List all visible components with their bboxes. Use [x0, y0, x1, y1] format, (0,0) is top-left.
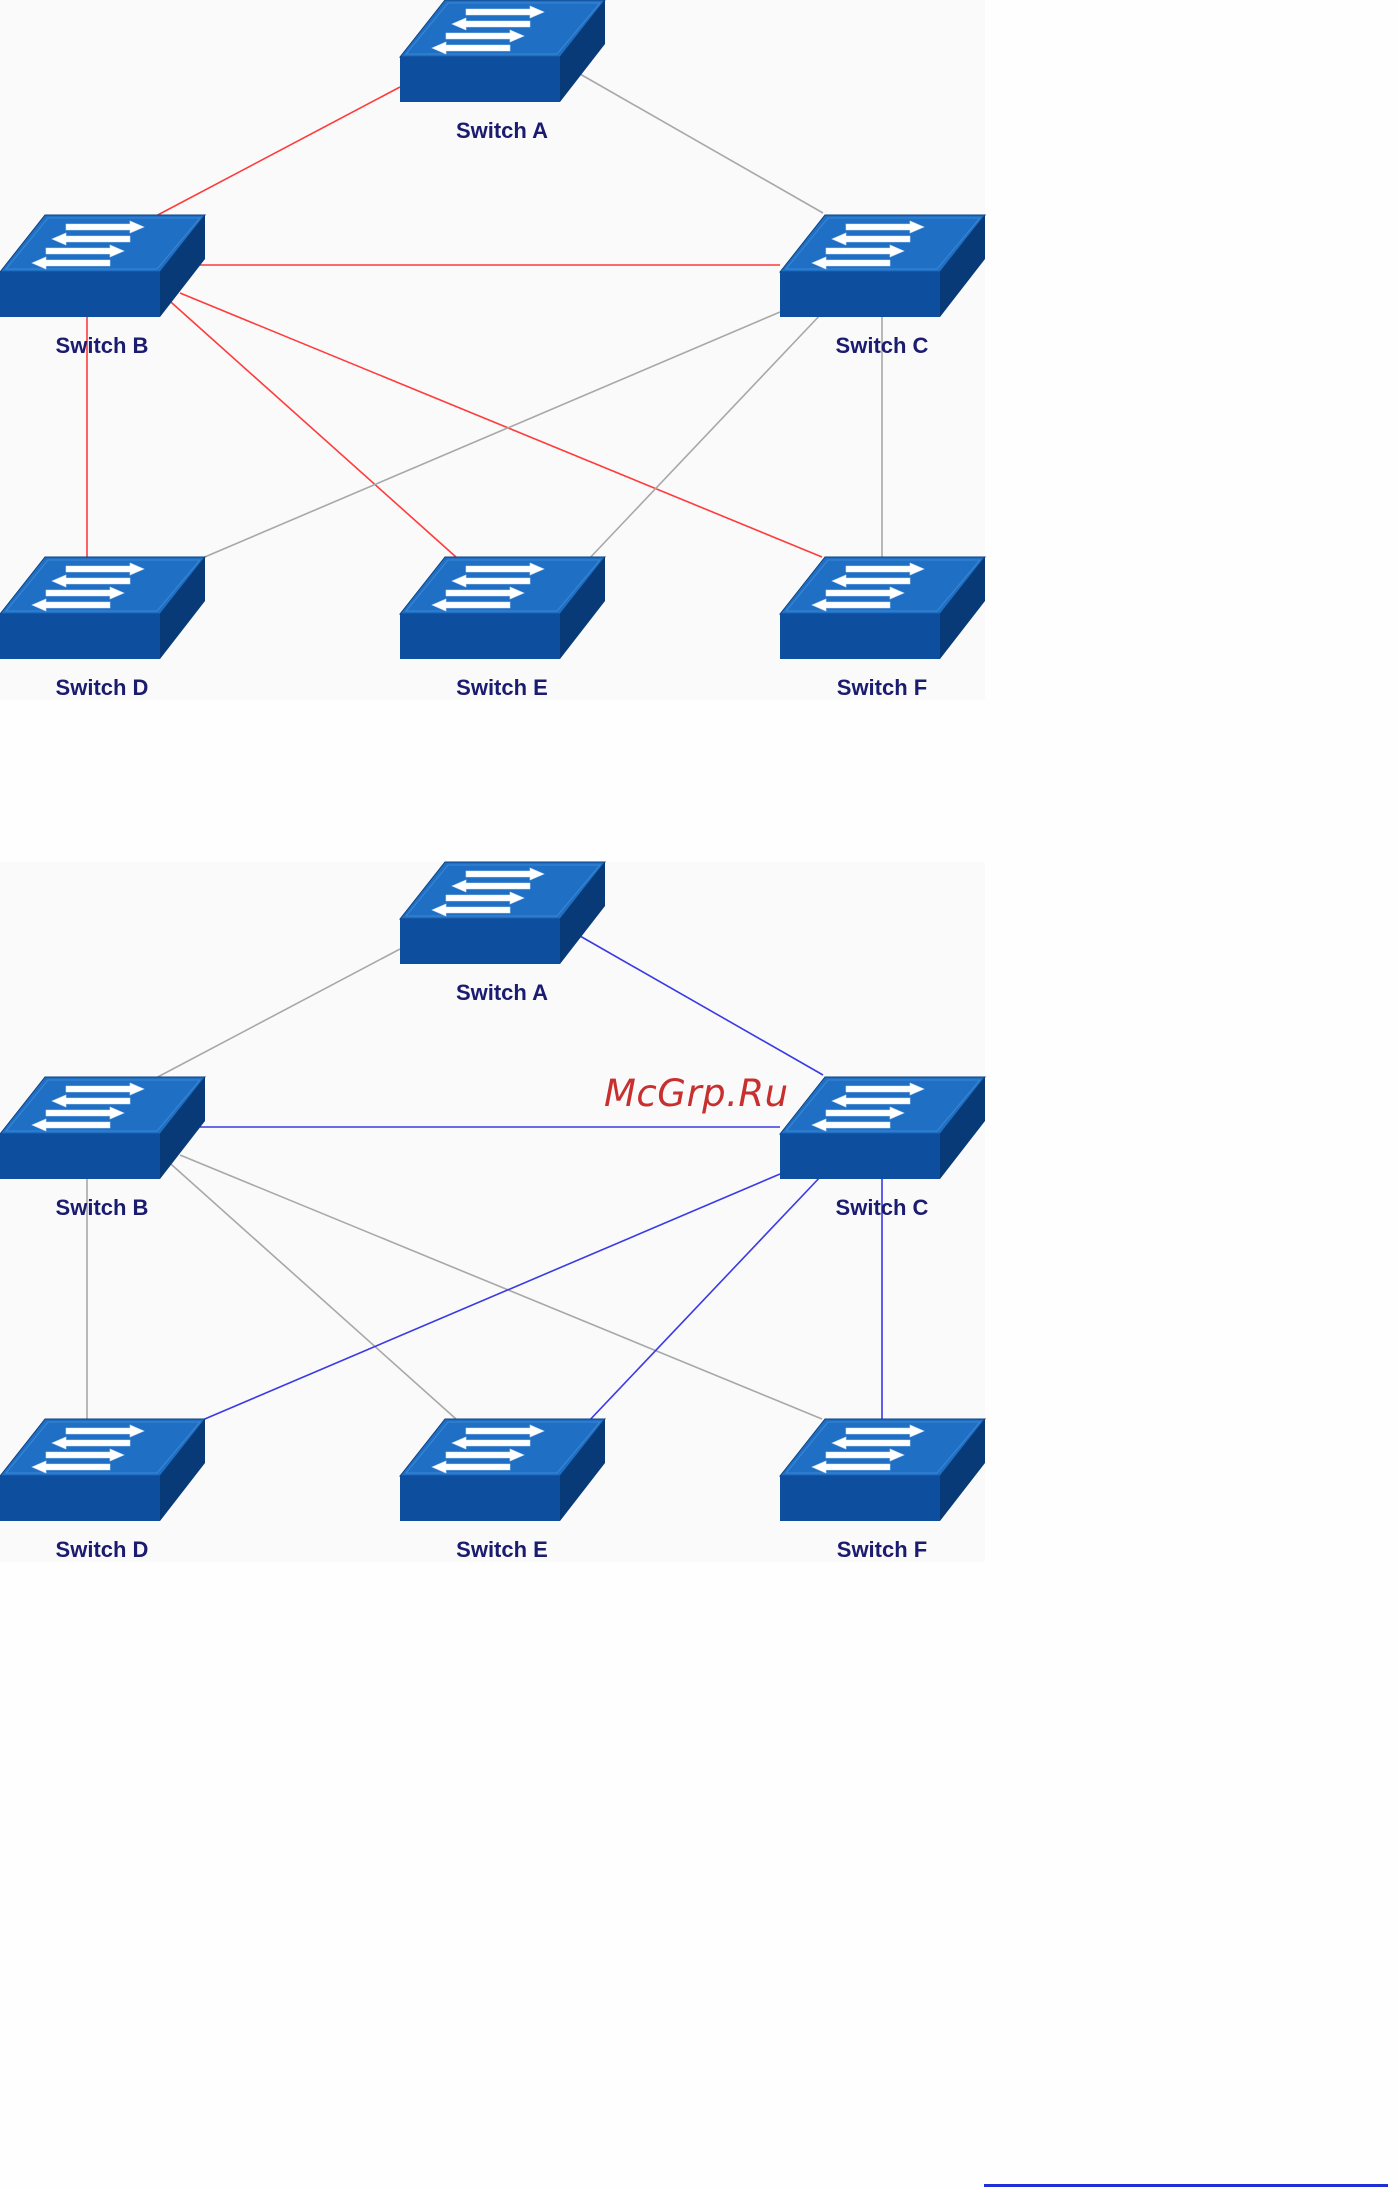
network-diagram-bottom-svg: Switch A Switch B Switch C Switch D Switch E… [0, 862, 985, 1562]
switch-e: Switch E [400, 1419, 605, 1562]
switch-f: Switch F [780, 1419, 985, 1562]
switch-icon [0, 215, 205, 317]
switch-label: Switch C [836, 1195, 929, 1220]
switch-icon [780, 557, 985, 659]
switch-label: Switch D [56, 1537, 149, 1562]
switches-layer: Switch A Switch B Switch C Switch D Switch E… [0, 862, 985, 1562]
links-layer [87, 936, 882, 1424]
switch-icon [0, 1077, 205, 1179]
link-a-b [152, 949, 400, 1080]
switch-e: Switch E [400, 557, 605, 700]
switch-label: Switch B [56, 1195, 149, 1220]
switch-label: Switch B [56, 333, 149, 358]
switch-label: Switch C [836, 333, 929, 358]
switch-label: Switch A [456, 118, 548, 143]
network-diagram-bottom: Switch A Switch B Switch C Switch D Switch E… [0, 862, 985, 1562]
switch-label: Switch D [56, 675, 149, 700]
switch-icon [400, 557, 605, 659]
link-c-d [193, 1174, 780, 1424]
switch-c: Switch C [780, 215, 985, 358]
link-b-f [180, 293, 822, 557]
links-layer [87, 74, 882, 562]
link-a-c [580, 936, 823, 1075]
switch-label: Switch A [456, 980, 548, 1005]
network-diagram-top: Switch A Switch B Switch C Switch D Switch E… [0, 0, 985, 700]
switch-d: Switch D [0, 1419, 205, 1562]
switch-b: Switch B [0, 1077, 205, 1220]
link-b-e [163, 295, 456, 557]
switch-b: Switch B [0, 215, 205, 358]
switch-label: Switch F [837, 1537, 927, 1562]
switch-f: Switch F [780, 557, 985, 700]
switch-a: Switch A [400, 862, 605, 1005]
network-diagram-top-svg: Switch A Switch B Switch C Switch D Switch E… [0, 0, 985, 700]
switches-layer: Switch A Switch B Switch C Switch D Switch E… [0, 0, 985, 700]
switch-icon [400, 862, 605, 964]
switch-icon [0, 1419, 205, 1521]
link-c-e [586, 312, 823, 562]
link-c-e [586, 1174, 823, 1424]
switch-a: Switch A [400, 0, 605, 143]
switch-icon [0, 557, 205, 659]
switch-icon [400, 1419, 605, 1521]
link-b-e [163, 1157, 456, 1419]
switch-label: Switch F [837, 675, 927, 700]
switch-icon [780, 1077, 985, 1179]
switch-label: Switch E [456, 1537, 548, 1562]
switch-d: Switch D [0, 557, 205, 700]
link-a-c [580, 74, 823, 213]
switch-icon [780, 215, 985, 317]
link-b-f [180, 1155, 822, 1419]
link-c-d [193, 312, 780, 562]
watermark-text: McGrp.Ru [604, 1072, 789, 1115]
switch-c: Switch C [780, 1077, 985, 1220]
switch-icon [780, 1419, 985, 1521]
switch-label: Switch E [456, 675, 548, 700]
link-a-b [152, 87, 400, 218]
footer-divider [984, 2184, 1388, 2187]
switch-icon [400, 0, 605, 102]
